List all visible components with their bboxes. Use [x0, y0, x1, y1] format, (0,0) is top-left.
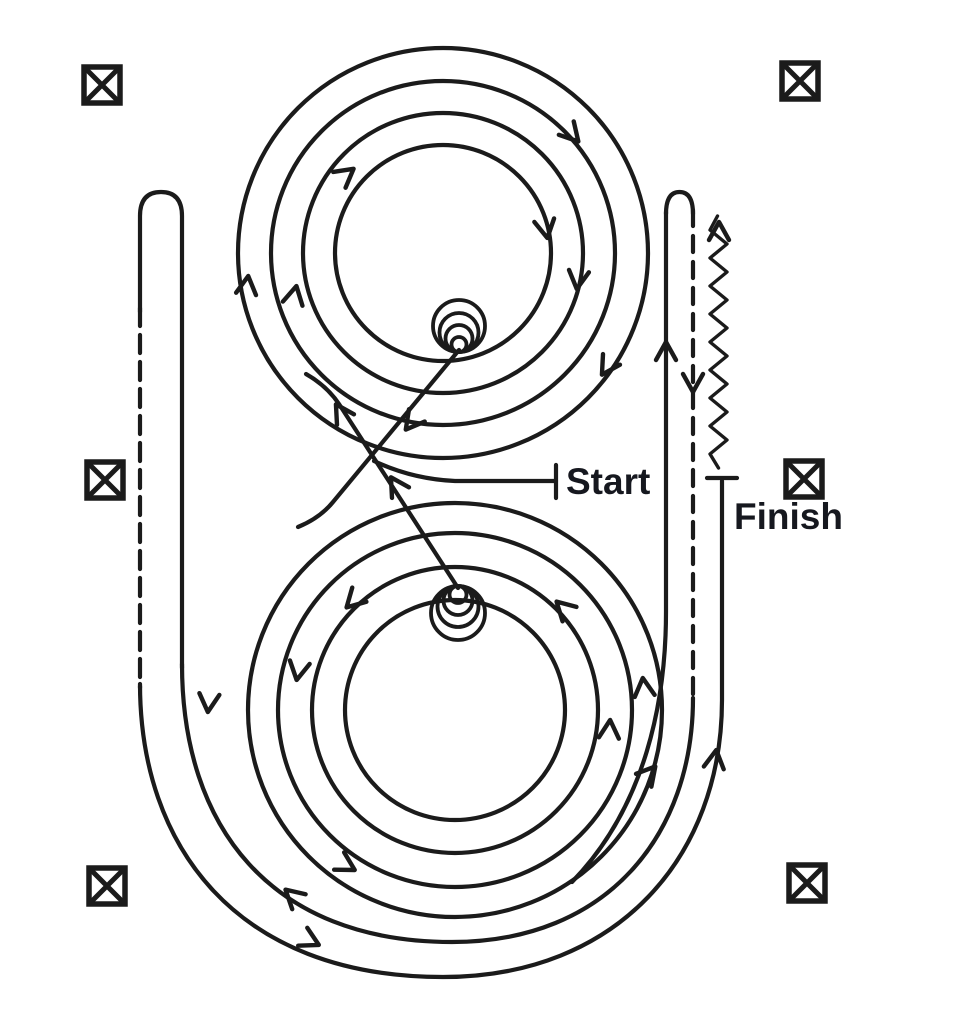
direction-arrow-22 [403, 407, 427, 432]
direction-arrow-16 [632, 675, 657, 700]
bottom-circle-lap-3 [275, 530, 635, 890]
right-rundown-solid [569, 209, 669, 885]
arena-marker-mid-left [84, 459, 126, 501]
arena-marker-shape [81, 64, 123, 106]
direction-arrow-23 [388, 475, 412, 501]
direction-arrow-14 [554, 599, 579, 624]
slide-zigzag [708, 214, 729, 470]
arena-marker-shape [786, 862, 828, 904]
direction-arrow-2 [532, 216, 557, 241]
direction-arrow-10 [197, 690, 222, 715]
finish-label: Finish [734, 496, 843, 537]
arena-marker-shape [85, 460, 125, 500]
direction-arrow-18 [701, 747, 726, 772]
direction-arrow-24 [333, 402, 357, 428]
arena-marker-bottom-left [86, 865, 128, 907]
arena-marker-bottom-right [786, 862, 828, 904]
direction-arrow-9 [287, 658, 312, 683]
direction-arrow-4 [556, 119, 581, 144]
direction-arrow-1 [331, 166, 356, 190]
arena-marker-shape [779, 60, 821, 102]
direction-arrow-13 [296, 925, 321, 948]
direction-arrow-5 [280, 283, 305, 308]
arena-marker-shape [84, 459, 126, 501]
direction-arrow-12 [283, 887, 308, 912]
inner-run-path [179, 661, 696, 945]
arena-marker-shape [86, 865, 128, 907]
arena-marker-shape [787, 863, 827, 903]
diagonal-from-top-spin [295, 347, 462, 530]
right-rollback-top [663, 189, 696, 217]
bottom-circle-lap-4 [245, 500, 665, 920]
bottom-circle-lap-2 [309, 564, 601, 856]
direction-arrow-21 [706, 219, 732, 243]
arena-marker-shape [82, 65, 122, 105]
arena-marker-mid-right [783, 458, 825, 500]
bottom-circle-lap-1 [342, 597, 568, 823]
arena-marker-top-right [779, 60, 821, 102]
direction-arrow-17 [633, 764, 658, 789]
arena-marker-shape [780, 61, 820, 101]
pattern-geometry [81, 45, 828, 980]
top-circle-lap-4 [235, 45, 651, 461]
arena-marker-shape [783, 458, 825, 500]
start-label: Start [566, 461, 650, 502]
start-line [371, 458, 559, 484]
direction-arrow-20 [680, 371, 706, 395]
arena-marker-shape [87, 866, 127, 906]
left-rollback [137, 189, 185, 671]
direction-arrow-8 [344, 585, 369, 610]
direction-arrow-3 [566, 267, 592, 292]
arena-marker-shape [784, 459, 824, 499]
top-circle-lap-1 [332, 142, 554, 364]
direction-arrow-7 [599, 351, 623, 377]
top-circle-lap-2 [300, 110, 586, 396]
top-circle-lap-3 [268, 78, 618, 428]
arena-marker-top-left [81, 64, 123, 106]
direction-arrow-19 [653, 339, 679, 363]
direction-arrow-15 [596, 717, 622, 741]
direction-arrow-6 [233, 273, 259, 298]
outer-run-path [137, 478, 725, 980]
direction-arrow-11 [331, 850, 357, 873]
